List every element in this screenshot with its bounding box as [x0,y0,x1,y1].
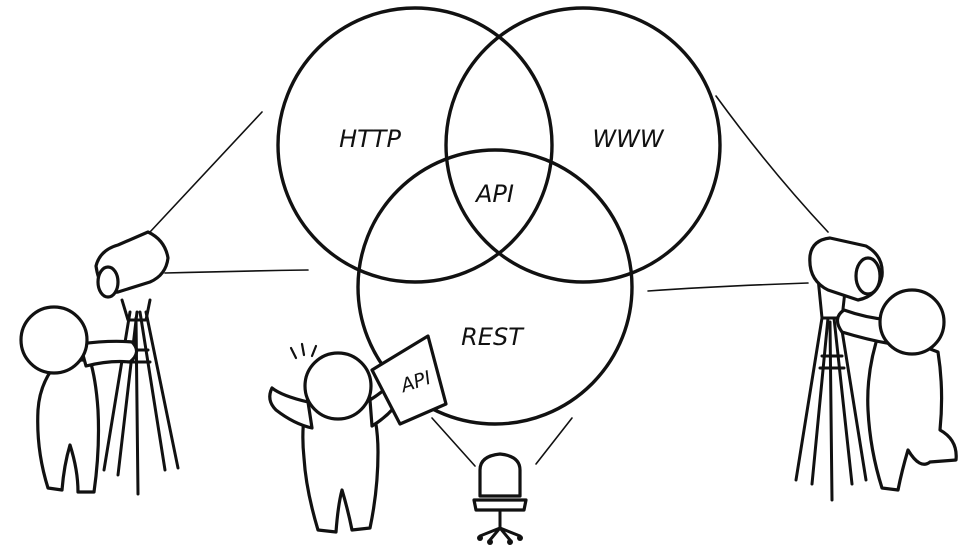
left-person-head [19,305,89,375]
left-beam-upper [149,111,263,233]
left-tripod-leg-3 [138,310,167,472]
chair-wheel-1 [477,535,483,541]
venn-diagram: HTTP WWW API REST [276,6,722,426]
http-circle [276,6,554,284]
center-beam-left [431,417,476,467]
center-person-left-arm [268,386,314,430]
left-lamp-yoke [120,298,152,322]
right-person-arm [835,308,894,346]
left-person-body [36,358,101,494]
right-spotlight [794,236,884,502]
right-tripod-leg-3 [832,316,854,486]
office-chair-icon [472,452,528,545]
left-tripod-center [134,316,140,496]
left-beam-lower [164,269,309,274]
left-person [19,305,139,494]
paper-sheet [370,334,448,426]
chair-wheel-4 [507,539,513,545]
www-label: WWW [592,125,664,153]
chair-backrest [478,452,522,498]
right-tripod-leg-4 [838,316,868,482]
spotlight-beams [149,95,829,467]
right-lamp-lens [854,256,882,296]
api-paper-sign: API [370,334,448,426]
right-tripod-clamp [818,354,846,370]
center-person-body [301,390,380,534]
chair-seat [472,498,528,512]
left-person-arm [78,339,139,368]
right-beam-lower [647,282,809,292]
www-circle [444,6,722,284]
api-intersection-label: API [474,180,514,208]
left-tripod-leg-2 [116,310,139,477]
right-beam-upper [715,95,829,233]
rest-label: REST [461,323,525,351]
http-label: HTTP [339,125,401,153]
center-person-head [303,351,373,421]
rest-circle [356,148,634,426]
right-person-body [866,328,958,492]
surprise-marks-icon [289,342,318,360]
right-tripod-leg-1 [794,316,824,482]
left-lamp-lens [96,265,120,299]
center-beam-right [535,417,573,465]
center-person [268,342,408,534]
right-person-head [878,288,946,356]
chair-base [478,526,522,542]
right-person [835,288,958,492]
chair-wheel-3 [487,539,493,545]
right-lamp-yoke [816,276,848,320]
left-tripod-leg-1 [102,310,132,472]
left-tripod-leg-4 [144,310,180,470]
right-tripod-leg-2 [810,316,830,486]
right-tripod-center [828,320,834,502]
chair-wheel-2 [517,535,523,541]
